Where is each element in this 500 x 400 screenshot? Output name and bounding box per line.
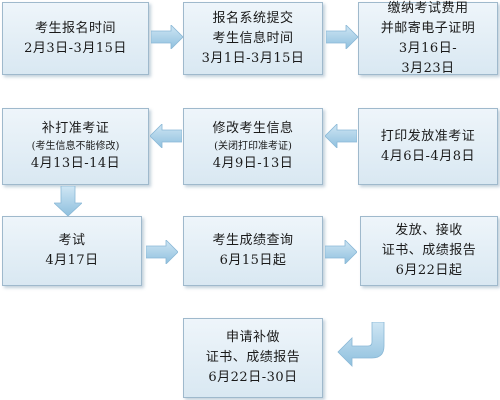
arrow-down-icon [54,186,82,216]
step-title: 考试 [58,233,86,248]
step-date: 4月6日-4月8日 [381,148,475,164]
step-title-line2: 并邮寄电子证明 [380,20,476,36]
step-title: 缴纳考试费用 [387,0,469,16]
curved-arrow-icon [337,322,385,367]
step-title: 报名系统提交 [212,10,294,26]
step-modify-info: 修改考生信息 (关闭打印准考证) 4月9日-13日 [183,108,323,185]
step-pay-fee: 缴纳考试费用 并邮寄电子证明 3月16日- 3月23日 [358,0,498,76]
step-date: 6月22日起 [395,263,463,278]
arrow-right-icon [151,25,183,49]
step-title: 考生报名时间 [34,20,116,36]
step-reprint-ticket: 补打准考证 (考生信息不能修改) 4月13日-14日 [2,108,149,185]
step-issue-certificate: 发放、接收 证书、成绩报告 6月22日起 [360,216,498,286]
step-date: 3月16日- [398,40,458,56]
step-print-ticket: 打印发放准考证 4月6日-4月8日 [358,108,498,185]
step-note: (关闭打印准考证) [214,141,292,152]
step-date: 4月13日-14日 [30,156,121,171]
arrow-left-icon [325,124,357,148]
arrow-right-icon [146,240,178,264]
step-title: 发放、接收 [395,223,463,238]
step-title: 修改考生信息 [212,121,294,136]
step-title-line2: 证书、成绩报告 [381,243,477,258]
step-title: 补打准考证 [41,121,110,136]
step-date: 6月15日起 [219,253,287,268]
step-title: 申请补做 [225,330,280,345]
step-date: 6月22日-30日 [208,370,298,385]
step-title-line2: 证书、成绩报告 [205,350,301,365]
step-exam: 考试 4月17日 [2,216,142,286]
arrow-left-icon [150,124,182,148]
step-date: 3月1日-3月15日 [201,50,305,66]
step-date: 4月9日-13日 [212,156,294,171]
arrow-right-icon [325,240,357,264]
step-title: 打印发放准考证 [380,128,476,144]
step-title-line2: 考生信息时间 [212,30,294,46]
arrow-right-icon [326,25,358,49]
step-date-line2: 3月23日 [401,60,455,76]
step-date: 4月17日 [45,253,99,268]
step-note: (考生信息不能修改) [31,141,120,152]
step-apply-reissue: 申请补做 证书、成绩报告 6月22日-30日 [183,318,323,398]
step-score-query: 考生成绩查询 6月15日起 [183,216,323,286]
step-submit-info: 报名系统提交 考生信息时间 3月1日-3月15日 [183,2,323,75]
step-registration: 考生报名时间 2月3日-3月15日 [2,2,149,75]
step-title: 考生成绩查询 [212,233,294,248]
step-date: 2月3日-3月15日 [24,40,127,56]
